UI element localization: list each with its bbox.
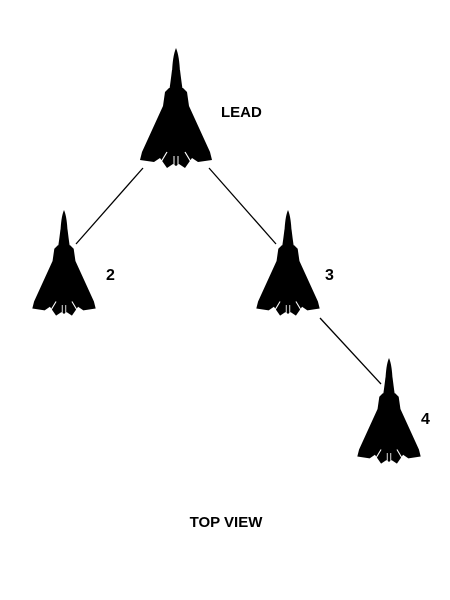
wingman-3-aircraft-icon: [255, 209, 321, 317]
formation-line-3-4: [319, 317, 382, 385]
diagram-caption: TOP VIEW: [190, 514, 264, 531]
formation-line-lead-3: [208, 167, 277, 245]
wingman-2-label: 2: [106, 267, 115, 284]
wingman-4-label: 4: [421, 411, 430, 428]
lead-label: LEAD: [221, 104, 262, 121]
wingman-4-aircraft-icon: [356, 357, 422, 465]
wingman-2-aircraft-icon: [31, 209, 97, 317]
wingman-3-label: 3: [325, 267, 334, 284]
lead-aircraft-icon: [139, 47, 213, 169]
formation-line-lead-2: [75, 167, 144, 245]
